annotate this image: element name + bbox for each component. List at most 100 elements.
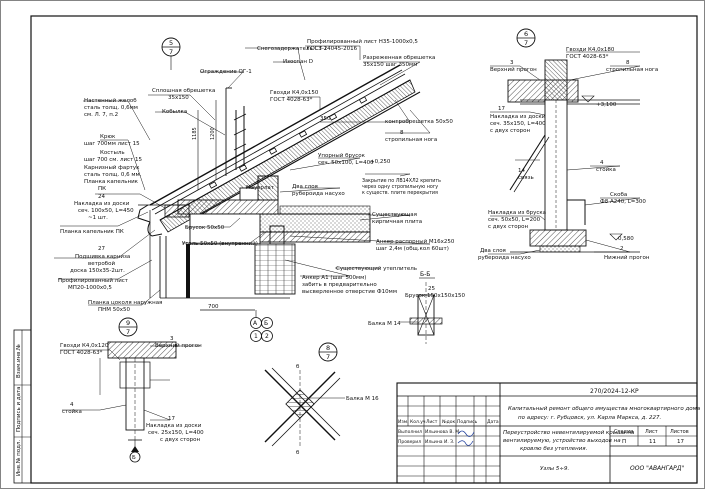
- lbl-podshiv3: доска 150х35-2шт.: [70, 268, 125, 274]
- lbl-ograzhd: Ограждение ОГ-1: [200, 69, 252, 75]
- ld-nakl2: сеч. 25х150, L=400: [148, 430, 204, 436]
- tb-name2: Ильина И. З.: [425, 439, 455, 445]
- n8-bubble: 8: [326, 344, 330, 352]
- tb-name1: Ильинова В. М.: [425, 429, 461, 435]
- bb-title: Б-Б: [420, 271, 430, 278]
- signature-2: [457, 440, 474, 446]
- lbl-anker-a1c: высверленное отверстие Ф10мм: [302, 289, 397, 295]
- lbl-prof-gost: ГОСТ 24045-2016: [307, 46, 358, 52]
- lbl-plank-kap: Планка капельник: [84, 179, 139, 185]
- signature-1: [457, 430, 475, 437]
- lbl-mauerlat: Мауэрлат: [246, 185, 275, 191]
- rd-verh-progon: Верхний прогон: [490, 66, 537, 73]
- rd-nakl2: сеч. 35х150, L=400: [490, 121, 546, 127]
- n8-b-bottom: б: [296, 450, 300, 456]
- lbl-kruk: Крюк: [100, 134, 116, 140]
- tb-col-data: Дата: [487, 419, 499, 425]
- node-bubble-bottom: 7: [169, 48, 173, 56]
- lbl-dva-sloya: Два слоя: [292, 184, 318, 190]
- lbl-anker-r2: шаг 2,4м (общ.кол 60шт): [376, 246, 449, 252]
- tb-sheet-title2: вентилируемую, устройство выходов на: [503, 438, 621, 444]
- rd-nakl: Накладка из доски: [490, 114, 546, 120]
- node-bubble-top: 5: [169, 39, 173, 47]
- lbl-snow: Снегозадержатель СЗ-1: [257, 46, 327, 52]
- lbl-dva-sloya2: рубероида насухо: [292, 191, 345, 197]
- rd-niz-progon: Нижний прогон: [604, 254, 650, 261]
- side-stamp: Инв.№ подл. Подпись и дата Взам.инв.№: [13, 329, 32, 484]
- rd-dva-sloya2: рубероида насухо: [478, 255, 531, 261]
- bubble-9: 9: [126, 319, 130, 327]
- rd-skoba: Скоба: [610, 192, 627, 198]
- section-bb: Б-Б 25 Брусок 150х150х150 Балка М 14: [368, 271, 465, 344]
- lbl-uporny: Упорный брусок: [318, 152, 366, 159]
- lbl-ugol: Уголь 50х50 (внутренний): [182, 240, 258, 247]
- tb-col-podp: Подпись: [457, 419, 478, 425]
- side-stamp-podp: Подпись и дата: [16, 386, 22, 432]
- rd-bubble-top: 6: [524, 30, 528, 38]
- ld-gost: ГОСТ 4028-63*: [60, 350, 103, 356]
- lbl-strop-n: 8: [400, 130, 404, 136]
- tb-stadiya: Стадия: [614, 429, 633, 435]
- lbl-sploshnaya2: 35х150: [168, 95, 189, 101]
- ld-verh-progon: Верхний прогон: [155, 342, 202, 349]
- tb-list-v: 11: [649, 439, 656, 445]
- rd-nakl-bruska2: сеч. 50х50, L=200: [488, 217, 541, 223]
- lbl-kruk2: шаг 700мм лист 15: [84, 141, 140, 147]
- rd-nakl3: с двух сторон: [490, 128, 531, 134]
- lbl-sushch-note3: к существ. плите перекрытия: [362, 191, 438, 196]
- axis-b: Б: [264, 320, 268, 327]
- inner-frame: [30, 15, 698, 484]
- lbl-sushch-note2: через одну стропильную ногу: [362, 185, 438, 190]
- rd-elev2: 0,580: [618, 236, 634, 242]
- rd-skoba2: Ф8 А240, L=300: [600, 199, 646, 205]
- lbl-pod27: 27: [98, 246, 105, 252]
- side-stamp-vzam: Взам.инв.№: [16, 344, 22, 378]
- dim-1185: 1185: [192, 127, 198, 140]
- rd-strop: стропильная нога: [606, 67, 658, 73]
- main-roof-section: 700 1200 1185 А Б 1 2 5 7 9 7: [54, 37, 455, 342]
- lbl-nakl-doski: Накладка из доски: [74, 201, 130, 207]
- lbl-nastenny: Настенный желоб: [84, 97, 137, 104]
- lbl-razr2: 35х150 шаг 350мм: [363, 62, 417, 68]
- lbl-nastenny3: см. Л. 7, п.2: [84, 112, 118, 118]
- n8-balka: Балка М 16: [346, 396, 379, 402]
- node8-detail: 8 7 Балка М 16 б б: [264, 342, 379, 456]
- lbl-nakl-20: 350: [320, 116, 331, 122]
- left-detail: Гвозди К4,0х120 ГОСТ 4028-63* 3 Верхний …: [60, 336, 204, 463]
- lbl-izospan: Изоспан D: [283, 59, 313, 65]
- lbl-plank-tsokol2: ПНМ 50х50: [98, 307, 131, 313]
- tb-object: Капитальный ремонт общего имущества мног…: [508, 406, 701, 412]
- lbl-gvozdi1: Гвозди К4,0х150: [270, 90, 319, 96]
- bb-brusok: Брусок 150х150х150: [405, 293, 465, 299]
- rd-dva-sloya: Два слоя: [480, 248, 506, 254]
- lbl-prof-list2b: МП20-1000х0,5: [68, 285, 112, 291]
- ld-n4: 4: [70, 402, 74, 408]
- lbl-sushch-plita: Существующая: [372, 212, 417, 218]
- ld-gvozdi: Гвозди К4,0х120: [60, 343, 109, 349]
- rd-gost: ГОСТ 4028-63*: [566, 54, 609, 60]
- lbl-karniz2: сталь толщ. 0,6 мм.: [84, 172, 142, 178]
- rd-nakl-bruska3: с двух сторон: [488, 224, 529, 230]
- rd-strop-n: 8: [626, 60, 630, 66]
- ld-nakl3: с двух сторон: [160, 437, 201, 443]
- lbl-nakl-doski3: ~1 шт.: [88, 215, 108, 221]
- lbl-anker-a1b: забить в предварительно: [302, 282, 377, 288]
- ld-stoyka: стойка: [62, 408, 82, 415]
- ld-nakl: Накладка из доски: [146, 423, 202, 429]
- dim-1200: 1200: [210, 127, 216, 140]
- tb-stadiya-v: П: [622, 439, 626, 445]
- bb-n25: 25: [428, 286, 435, 292]
- tb-listov: Листов: [670, 429, 689, 435]
- tb-listov-v: 17: [677, 439, 684, 445]
- ld-n17: 17: [168, 416, 175, 422]
- lbl-razr: Разреженная обрешетка: [363, 55, 435, 61]
- lbl-strop: стропильная нога: [385, 137, 437, 143]
- right-detail: 6 7 Гвозд: [478, 28, 658, 261]
- lbl-karniz: Карнизный фартук: [84, 164, 140, 171]
- rd-n3: 3: [510, 60, 514, 66]
- lbl-prof-list2: Профилированный лист: [58, 277, 129, 284]
- lbl-plank-kap2: ПК: [98, 186, 106, 192]
- lbl-nakl-24: 24: [98, 194, 105, 200]
